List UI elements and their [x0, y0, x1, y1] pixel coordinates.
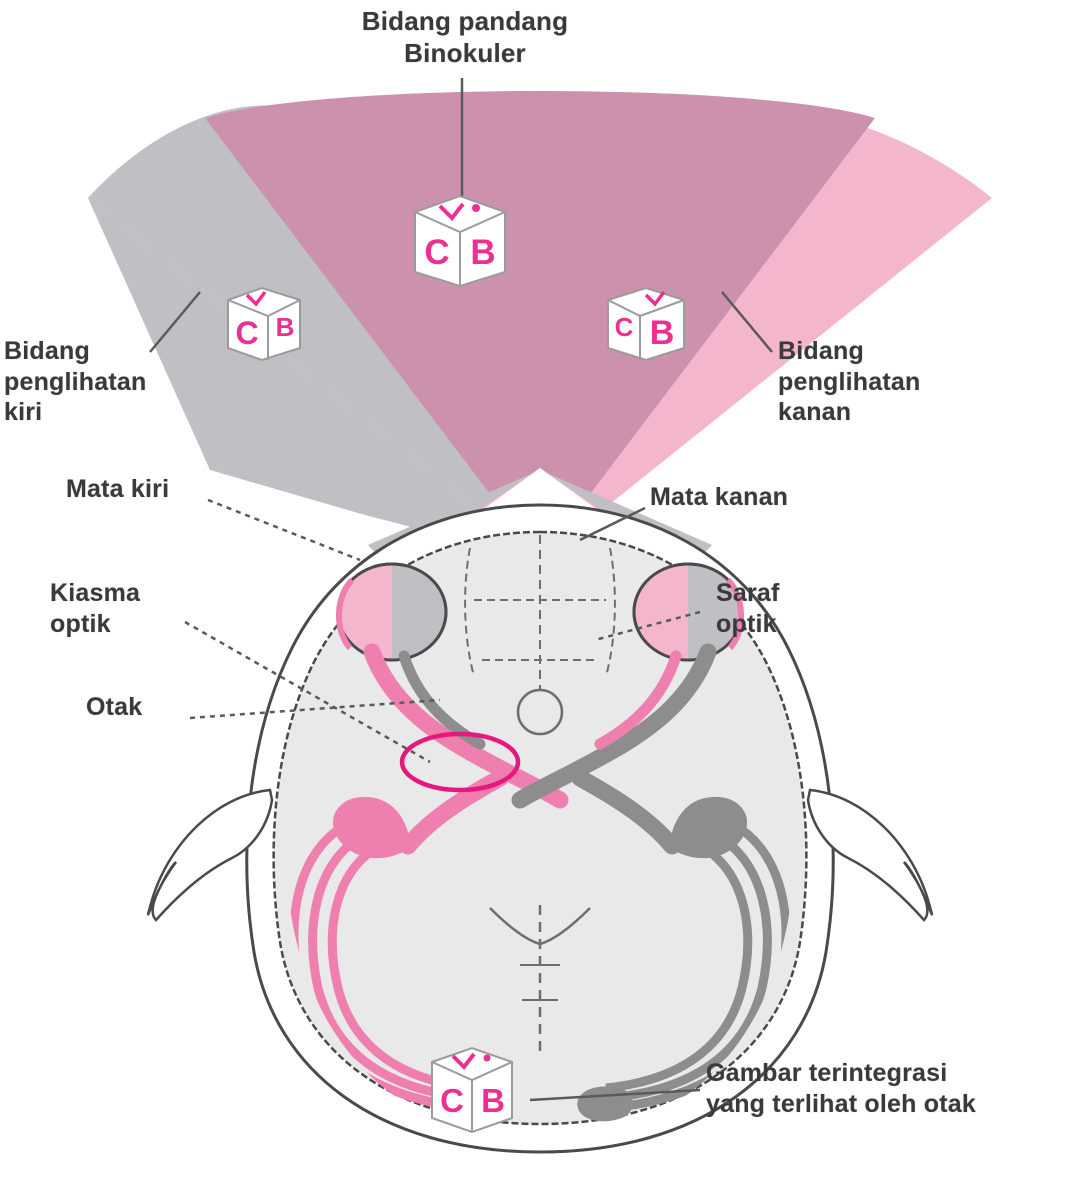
head-cross-section: [146, 503, 934, 1154]
leader-right-field: [721, 291, 773, 353]
optic-radiation-left-3: [327, 848, 475, 1093]
right-eye-nasal-half: [688, 564, 742, 660]
svg-text:C: C: [424, 233, 449, 272]
leader-right-eye: [579, 506, 646, 542]
leader-optic-nerve: [594, 610, 701, 642]
optic-radiation-left-2: [308, 836, 473, 1103]
optic-pathway: [289, 643, 791, 1122]
label-optic-nerve: Saraf optik: [716, 579, 780, 638]
svg-text:C: C: [440, 1082, 464, 1119]
leader-left-field: [149, 291, 201, 353]
label-integrated-image: Gambar terintegrasi yang terlihat oleh o…: [706, 1059, 976, 1118]
label-brain: Otak: [86, 693, 143, 721]
label-left-visual-field: Bidang penglihatan kiri: [4, 337, 147, 426]
optic-nerve-right-gray: [511, 643, 717, 809]
cube-binocular: C B: [414, 194, 506, 288]
brain-outline: [272, 530, 808, 1126]
leader-lines: [149, 78, 773, 1102]
frontal-sulcus-left: [464, 547, 475, 677]
label-optic-chiasm: Kiasma optik: [50, 579, 141, 638]
cube-left-field: C B: [227, 286, 301, 362]
left-eye-globe: [335, 562, 448, 662]
optic-radiation-right-3: [605, 848, 753, 1093]
eyeballs: [335, 562, 745, 662]
left-eye-nasal-half: [338, 564, 392, 660]
optic-radiation-right-2: [607, 836, 772, 1103]
right-eye-globe: [632, 562, 745, 662]
leader-integrated-image: [529, 1088, 701, 1102]
leader-chiasm: [184, 620, 431, 764]
right-eye-lens: [725, 577, 745, 650]
frontal-sulcus-right: [605, 547, 616, 677]
svg-text:B: B: [481, 1082, 505, 1119]
cerebellum-split: [489, 907, 591, 946]
label-binocular-field: Bidang pandang Binokuler: [361, 6, 569, 68]
optic-nerve-right-pink: [594, 650, 682, 750]
label-right-eye: Mata kanan: [650, 483, 789, 511]
svg-text:B: B: [276, 312, 295, 342]
pituitary-structure: [516, 688, 564, 736]
left-eye-lens: [335, 577, 355, 650]
left-eye-temporal-half: [392, 564, 446, 660]
leader-brain: [189, 698, 441, 720]
svg-text:C: C: [615, 312, 634, 342]
svg-text:C: C: [235, 315, 258, 351]
cube-right-field: C B: [607, 286, 685, 362]
right-eye-temporal-half: [634, 564, 688, 660]
optic-nerve-left-gray: [398, 650, 486, 750]
optic-tract-right-gray: [571, 769, 681, 855]
label-left-eye: Mata kiri: [66, 475, 170, 503]
right-temporal-lobe: [806, 788, 934, 922]
binocular-overlap-field: [205, 91, 875, 560]
left-temporal-lobe: [146, 788, 274, 922]
optic-chiasm-marker: [399, 731, 521, 793]
label-right-visual-field: Bidang penglihatan kanan: [778, 337, 921, 426]
leader-left-eye: [207, 498, 361, 562]
svg-text:B: B: [650, 314, 675, 352]
svg-text:B: B: [470, 233, 495, 272]
cube-integrated: C B: [431, 1046, 513, 1134]
